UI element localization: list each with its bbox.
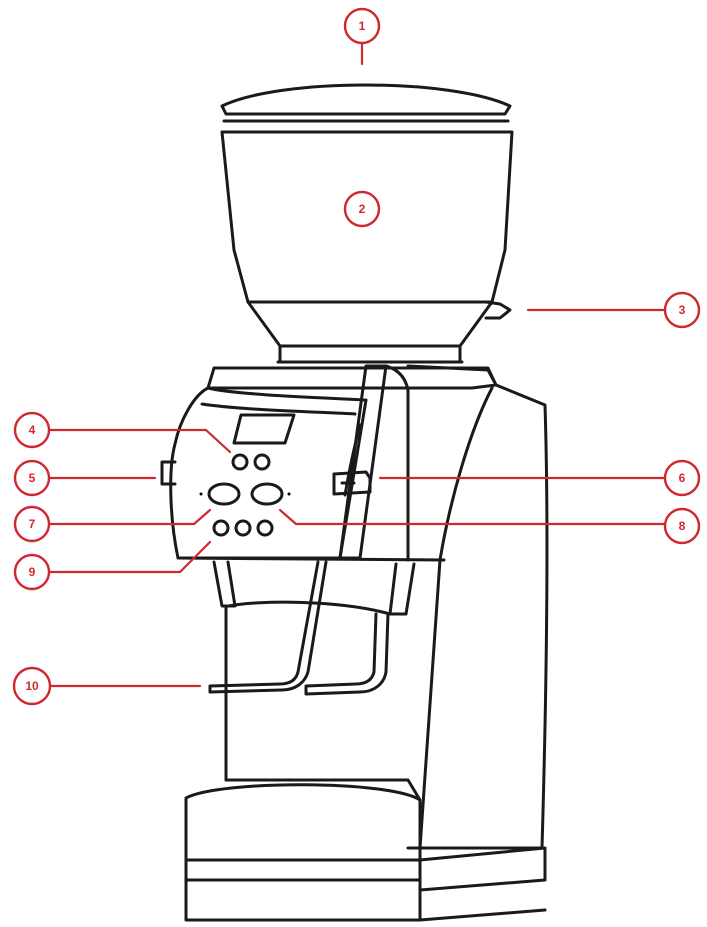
callout-label: 6	[679, 471, 686, 485]
callout-marker	[663, 507, 701, 545]
callout-10: 10	[12, 666, 202, 706]
callout-marker	[343, 190, 381, 228]
callout-8: 8	[278, 507, 701, 545]
portafilter-holder	[212, 560, 416, 782]
callout-label: 7	[29, 517, 36, 531]
button-row-large	[199, 482, 291, 506]
callout-marker	[663, 291, 701, 329]
portafilter-fork-right	[304, 612, 390, 696]
leader-line	[278, 508, 666, 526]
callout-label: 4	[29, 423, 36, 437]
hopper-collar	[246, 300, 494, 364]
grind-channel	[338, 364, 410, 562]
callout-label: 5	[29, 471, 36, 485]
button-row-top	[231, 453, 271, 471]
callout-label: 10	[25, 679, 39, 693]
grinder-outline	[160, 83, 549, 922]
callout-3: 3	[526, 291, 701, 329]
callout-marker	[13, 411, 51, 449]
callout-2: 2	[343, 190, 381, 228]
callout-marker	[12, 666, 52, 706]
callout-marker	[13, 553, 51, 591]
callout-marker	[13, 505, 51, 543]
callout-label: 3	[679, 303, 686, 317]
callout-label: 1	[359, 19, 366, 33]
leader-line	[46, 508, 212, 526]
callout-5: 5	[13, 459, 157, 497]
control-panel	[169, 386, 368, 560]
base-block	[184, 778, 547, 922]
callout-label: 2	[359, 202, 366, 216]
display-screen	[232, 413, 296, 445]
leader-line	[46, 540, 212, 574]
panel-base	[176, 556, 446, 562]
left-knob	[160, 460, 177, 486]
portafilter-fork-left	[208, 560, 328, 694]
callout-label: 9	[29, 565, 36, 579]
callout-4: 4	[13, 411, 232, 454]
grind-adjust-knob	[332, 470, 372, 496]
button-row-bottom	[212, 519, 274, 537]
callout-marker	[13, 459, 51, 497]
callout-marker	[343, 7, 381, 45]
callout-7: 7	[13, 505, 212, 543]
leader-line	[46, 428, 232, 454]
right-column	[406, 364, 549, 850]
callout-6: 6	[378, 459, 701, 497]
hopper-lock-tab	[484, 300, 512, 320]
upper-housing	[206, 366, 498, 390]
callout-1: 1	[343, 7, 381, 66]
hopper-lid	[220, 83, 512, 123]
callout-9: 9	[13, 540, 212, 591]
callouts: 1 2 3 4 5 6	[12, 7, 701, 706]
callout-label: 8	[679, 519, 686, 533]
callout-marker	[663, 459, 701, 497]
